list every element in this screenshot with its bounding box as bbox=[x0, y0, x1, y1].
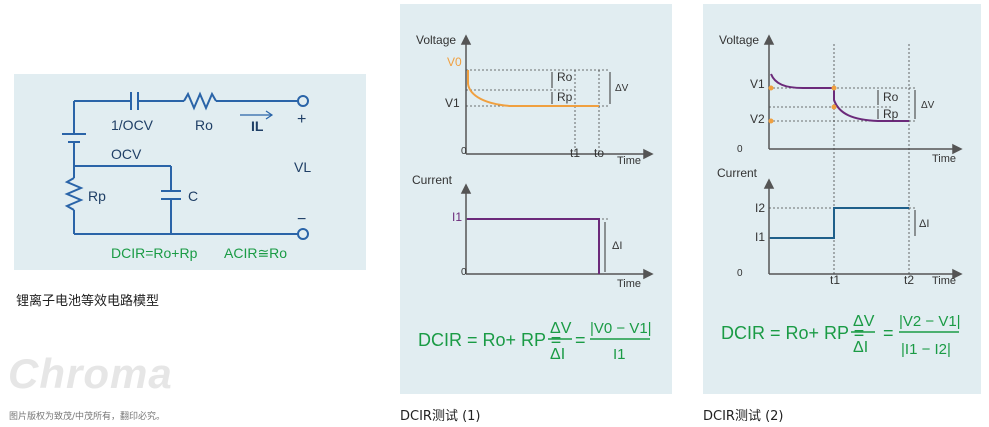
formula-1-abs-num: |V0 − V1| bbox=[590, 320, 652, 337]
terminal-positive bbox=[297, 95, 309, 107]
formula-2-num: ΔV bbox=[853, 313, 875, 330]
svg-text:=: = bbox=[575, 330, 586, 350]
i2-label-2: I2 bbox=[755, 201, 765, 215]
ro-label-2: Ro bbox=[883, 90, 899, 104]
dcir-test-2-diagram: Voltage V1 V2 Ro Rp ΔV 0 Time Current I2… bbox=[717, 33, 963, 358]
plus-sign: + bbox=[297, 111, 306, 128]
di-label-1: ΔI bbox=[612, 240, 622, 252]
test-2-caption: DCIR测试 (2) bbox=[703, 409, 784, 424]
formula-1-left: DCIR = Ro+ RP = bbox=[418, 330, 561, 350]
svg-text:=: = bbox=[883, 323, 894, 343]
formula-2-abs-den: |I1 − I2| bbox=[901, 341, 951, 358]
dcir-test-1-panel: Voltage V0 V1 Ro Rp ΔV 0 t1 to Time Curr… bbox=[400, 4, 672, 394]
t1-label-1: t1 bbox=[570, 146, 580, 160]
formula-2-den: ΔI bbox=[853, 339, 868, 356]
formula-2-left: DCIR = Ro+ RP = bbox=[721, 323, 864, 343]
formula-2-abs-num: |V2 − V1| bbox=[899, 313, 961, 330]
ocv-label: OCV bbox=[111, 146, 142, 162]
dcir-test-1-diagram: Voltage V0 V1 Ro Rp ΔV 0 t1 to Time Curr… bbox=[412, 33, 654, 363]
rp-label: Rp bbox=[88, 188, 106, 204]
zero-label-2b: 0 bbox=[737, 268, 743, 279]
current-axis-label-1: Current bbox=[412, 173, 453, 187]
resistor-ro bbox=[183, 91, 217, 111]
di-label-2: ΔI bbox=[919, 218, 929, 230]
i1-label-2: I1 bbox=[755, 230, 765, 244]
formula-1-den: ΔI bbox=[550, 346, 565, 363]
test-1-caption: DCIR测试 (1) bbox=[400, 409, 481, 424]
terminal-negative bbox=[297, 228, 309, 240]
current-curve-1 bbox=[467, 218, 600, 274]
v1-label-1: V1 bbox=[445, 96, 460, 110]
current-curve-2 bbox=[770, 207, 909, 239]
il-label: IL bbox=[251, 118, 264, 134]
acir-equation: ACIR≅Ro bbox=[224, 245, 287, 261]
dv-label-2: ΔV bbox=[921, 100, 935, 111]
voltage-curve-1 bbox=[467, 70, 599, 107]
time-label-2b: Time bbox=[932, 275, 956, 287]
current-arrowhead bbox=[265, 110, 274, 120]
circuit-caption: 锂离子电池等效电路模型 bbox=[16, 294, 160, 309]
circuit-panel: 1/OCV Ro IL + OCV VL Rp C − DCIR=Ro+Rp A… bbox=[14, 74, 366, 270]
c-label: C bbox=[188, 188, 198, 204]
voltage-axis-label-2: Voltage bbox=[719, 33, 759, 47]
t2-label-2: t2 bbox=[904, 273, 914, 287]
formula-1-abs-den: I1 bbox=[613, 346, 626, 363]
to-label-1: to bbox=[594, 146, 604, 160]
i1-label-1: I1 bbox=[452, 210, 462, 224]
zero-label-1b: 0 bbox=[461, 267, 467, 278]
formula-1-num: ΔV bbox=[550, 320, 572, 337]
chroma-watermark: Chroma bbox=[8, 350, 173, 397]
dcir-test-2-panel: Voltage V1 V2 Ro Rp ΔV 0 Time Current I2… bbox=[703, 4, 981, 394]
v0-label: V0 bbox=[447, 55, 462, 69]
current-axis-label-2: Current bbox=[717, 166, 758, 180]
zero-label-1: 0 bbox=[461, 146, 467, 157]
cap-label: 1/OCV bbox=[111, 117, 154, 133]
ro-label-1: Ro bbox=[557, 70, 573, 84]
ro-label: Ro bbox=[195, 117, 213, 133]
time-label-1: Time bbox=[617, 155, 641, 167]
v1-label-2: V1 bbox=[750, 77, 765, 91]
voltage-curve-2 bbox=[770, 73, 909, 122]
time-label-2: Time bbox=[932, 153, 956, 165]
zero-label-2: 0 bbox=[737, 144, 743, 155]
v2-label-2: V2 bbox=[750, 112, 765, 126]
time-label-1b: Time bbox=[617, 278, 641, 290]
rp-label-1: Rp bbox=[557, 90, 573, 104]
vl-label: VL bbox=[294, 159, 311, 175]
dv-label-1: ΔV bbox=[615, 83, 629, 94]
dcir-equation: DCIR=Ro+Rp bbox=[111, 245, 198, 261]
voltage-axis-label-1: Voltage bbox=[416, 33, 456, 47]
minus-sign: − bbox=[297, 211, 306, 228]
rp-label-2: Rp bbox=[883, 107, 899, 121]
resistor-rp bbox=[64, 177, 84, 211]
t1-label-2: t1 bbox=[830, 273, 840, 287]
copyright-note: 图片版权为致茂/中茂所有，翻印必究。 bbox=[9, 412, 166, 422]
circuit-diagram: 1/OCV Ro IL + OCV VL Rp C − DCIR=Ro+Rp A… bbox=[62, 91, 311, 261]
